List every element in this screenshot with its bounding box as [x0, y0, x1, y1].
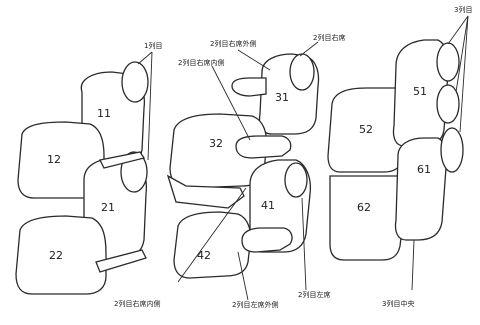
- part-number-12: 12: [47, 153, 61, 166]
- row3-leader-b: [455, 15, 469, 93]
- part-number-42: 42: [197, 249, 211, 262]
- armrest-middle-shape: [235, 135, 292, 159]
- row3-label: 3列目: [454, 5, 472, 14]
- seat-part-42-shape: [173, 211, 252, 279]
- part-number-31: 31: [275, 91, 289, 104]
- armrest-lower-shape: [241, 227, 293, 253]
- seat-part-51-shape: [392, 39, 450, 147]
- part-number-52: 52: [359, 123, 373, 136]
- row2-right-inner-label: 2列目右席内側: [178, 58, 224, 67]
- row2-left-outer-leader: [237, 251, 249, 301]
- row2-right-leader: [299, 41, 319, 57]
- row3-center-label: 3列目中央: [382, 299, 414, 308]
- row2-right-outer-label: 2列目右席外側: [210, 39, 256, 48]
- row2-right-outer-leader: [237, 49, 271, 71]
- part-number-32: 32: [209, 137, 223, 150]
- seat-part-61-shape: [394, 137, 448, 241]
- row2-right-label: 2列目右席: [313, 33, 345, 42]
- part-number-22: 22: [49, 249, 63, 262]
- third-row-seat-group: [327, 15, 469, 291]
- part-number-11: 11: [97, 107, 111, 120]
- part-number-41: 41: [261, 199, 275, 212]
- part-number-21: 21: [101, 201, 115, 214]
- seat-part-22-shape: [15, 215, 107, 295]
- row1-label: 1列目: [144, 41, 162, 50]
- row3-center-leader: [411, 239, 415, 291]
- headrest-upper-middle-shape: [289, 53, 315, 91]
- second-row-seat-group: [166, 41, 320, 301]
- row2-left-outer-label: 2列目左席外側: [232, 300, 278, 309]
- seat-frame-middle-shape: [166, 174, 245, 209]
- row2-right-inner-leader: [211, 65, 251, 141]
- headrest-51-top-shape: [436, 42, 460, 82]
- part-number-51: 51: [413, 85, 427, 98]
- armrest-upper-shape: [231, 77, 267, 97]
- row2-left-label: 2列目左席: [298, 290, 330, 299]
- row1-leader-a: [137, 51, 153, 65]
- part-number-61: 61: [417, 163, 431, 176]
- row3-leader-a: [447, 15, 469, 45]
- first-row-seat-group: [15, 51, 153, 295]
- headrest-61-shape: [440, 127, 464, 173]
- row2-right-inner-bottom-leader: [177, 187, 247, 283]
- row2-right-inner-bottom-label: 2列目右席内側: [114, 299, 160, 308]
- bolster-upper-left-shape: [99, 151, 146, 169]
- bolster-lower-left-shape: [95, 249, 147, 273]
- row2-left-leader: [301, 197, 307, 291]
- seat-part-62-shape: [329, 175, 406, 261]
- headrest-upper-left-shape: [121, 61, 149, 103]
- headrest-lower-middle-shape: [284, 162, 308, 198]
- row1-leader-b: [147, 51, 153, 161]
- row3-leader-c: [459, 15, 469, 133]
- part-number-62: 62: [357, 201, 371, 214]
- headrest-51-bottom-shape: [436, 84, 460, 124]
